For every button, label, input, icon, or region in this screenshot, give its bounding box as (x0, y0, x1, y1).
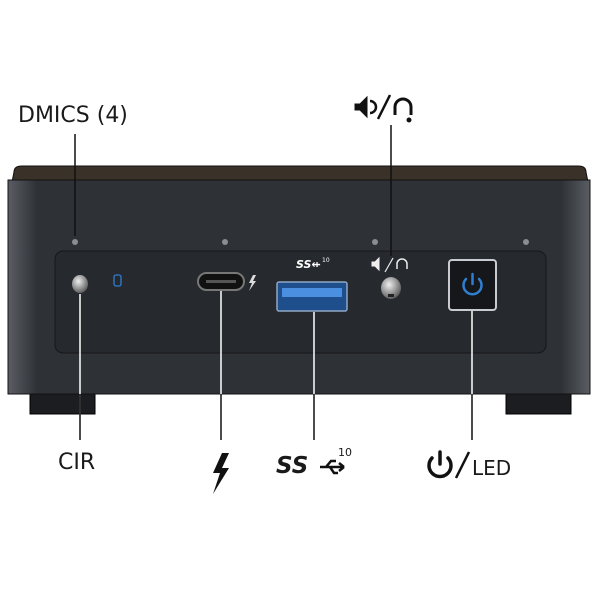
audio-jack[interactable] (381, 277, 401, 299)
slash (454, 451, 471, 479)
dmic-hole (222, 239, 228, 245)
cir-label: CIR (58, 450, 96, 475)
thunderbolt-icon (249, 275, 256, 291)
power-icon (462, 272, 483, 296)
usb-ss-label: SS (276, 453, 309, 479)
usb-c-tongue (206, 280, 236, 283)
usb-superscript: 10 (338, 446, 352, 459)
slash (376, 94, 392, 120)
dmic-hole (523, 239, 529, 245)
dmics-label: DMICS (4) (18, 103, 128, 128)
dmic-hole (72, 239, 78, 245)
audio-small-label (371, 256, 408, 273)
led-label: LED (472, 456, 512, 480)
dmic-hole (372, 239, 378, 245)
speaker-waves (369, 99, 378, 115)
usb-small-superscript: 10 (322, 257, 330, 264)
usb-trident (320, 459, 345, 475)
power-icon (427, 450, 453, 479)
audio-jack-hole (388, 294, 394, 297)
cir-sensor (72, 275, 88, 293)
right-foot (505, 391, 572, 415)
slash (384, 257, 394, 273)
speaker-icon (371, 256, 380, 272)
audio-label (354, 94, 413, 123)
thunderbolt-icon (213, 453, 229, 494)
dmic-holes (72, 239, 529, 245)
speaker-icon (354, 95, 368, 119)
leader-lines (74, 125, 473, 440)
left-foot (29, 391, 96, 415)
hdd-led-icon (113, 274, 122, 287)
case-top (11, 165, 589, 183)
headset-mic (406, 117, 412, 123)
headset-icon (396, 258, 408, 269)
usb-ss10-small-logo: SS⇷ (296, 258, 321, 271)
headset-icon (393, 97, 413, 115)
usb-a-tongue (282, 288, 342, 297)
